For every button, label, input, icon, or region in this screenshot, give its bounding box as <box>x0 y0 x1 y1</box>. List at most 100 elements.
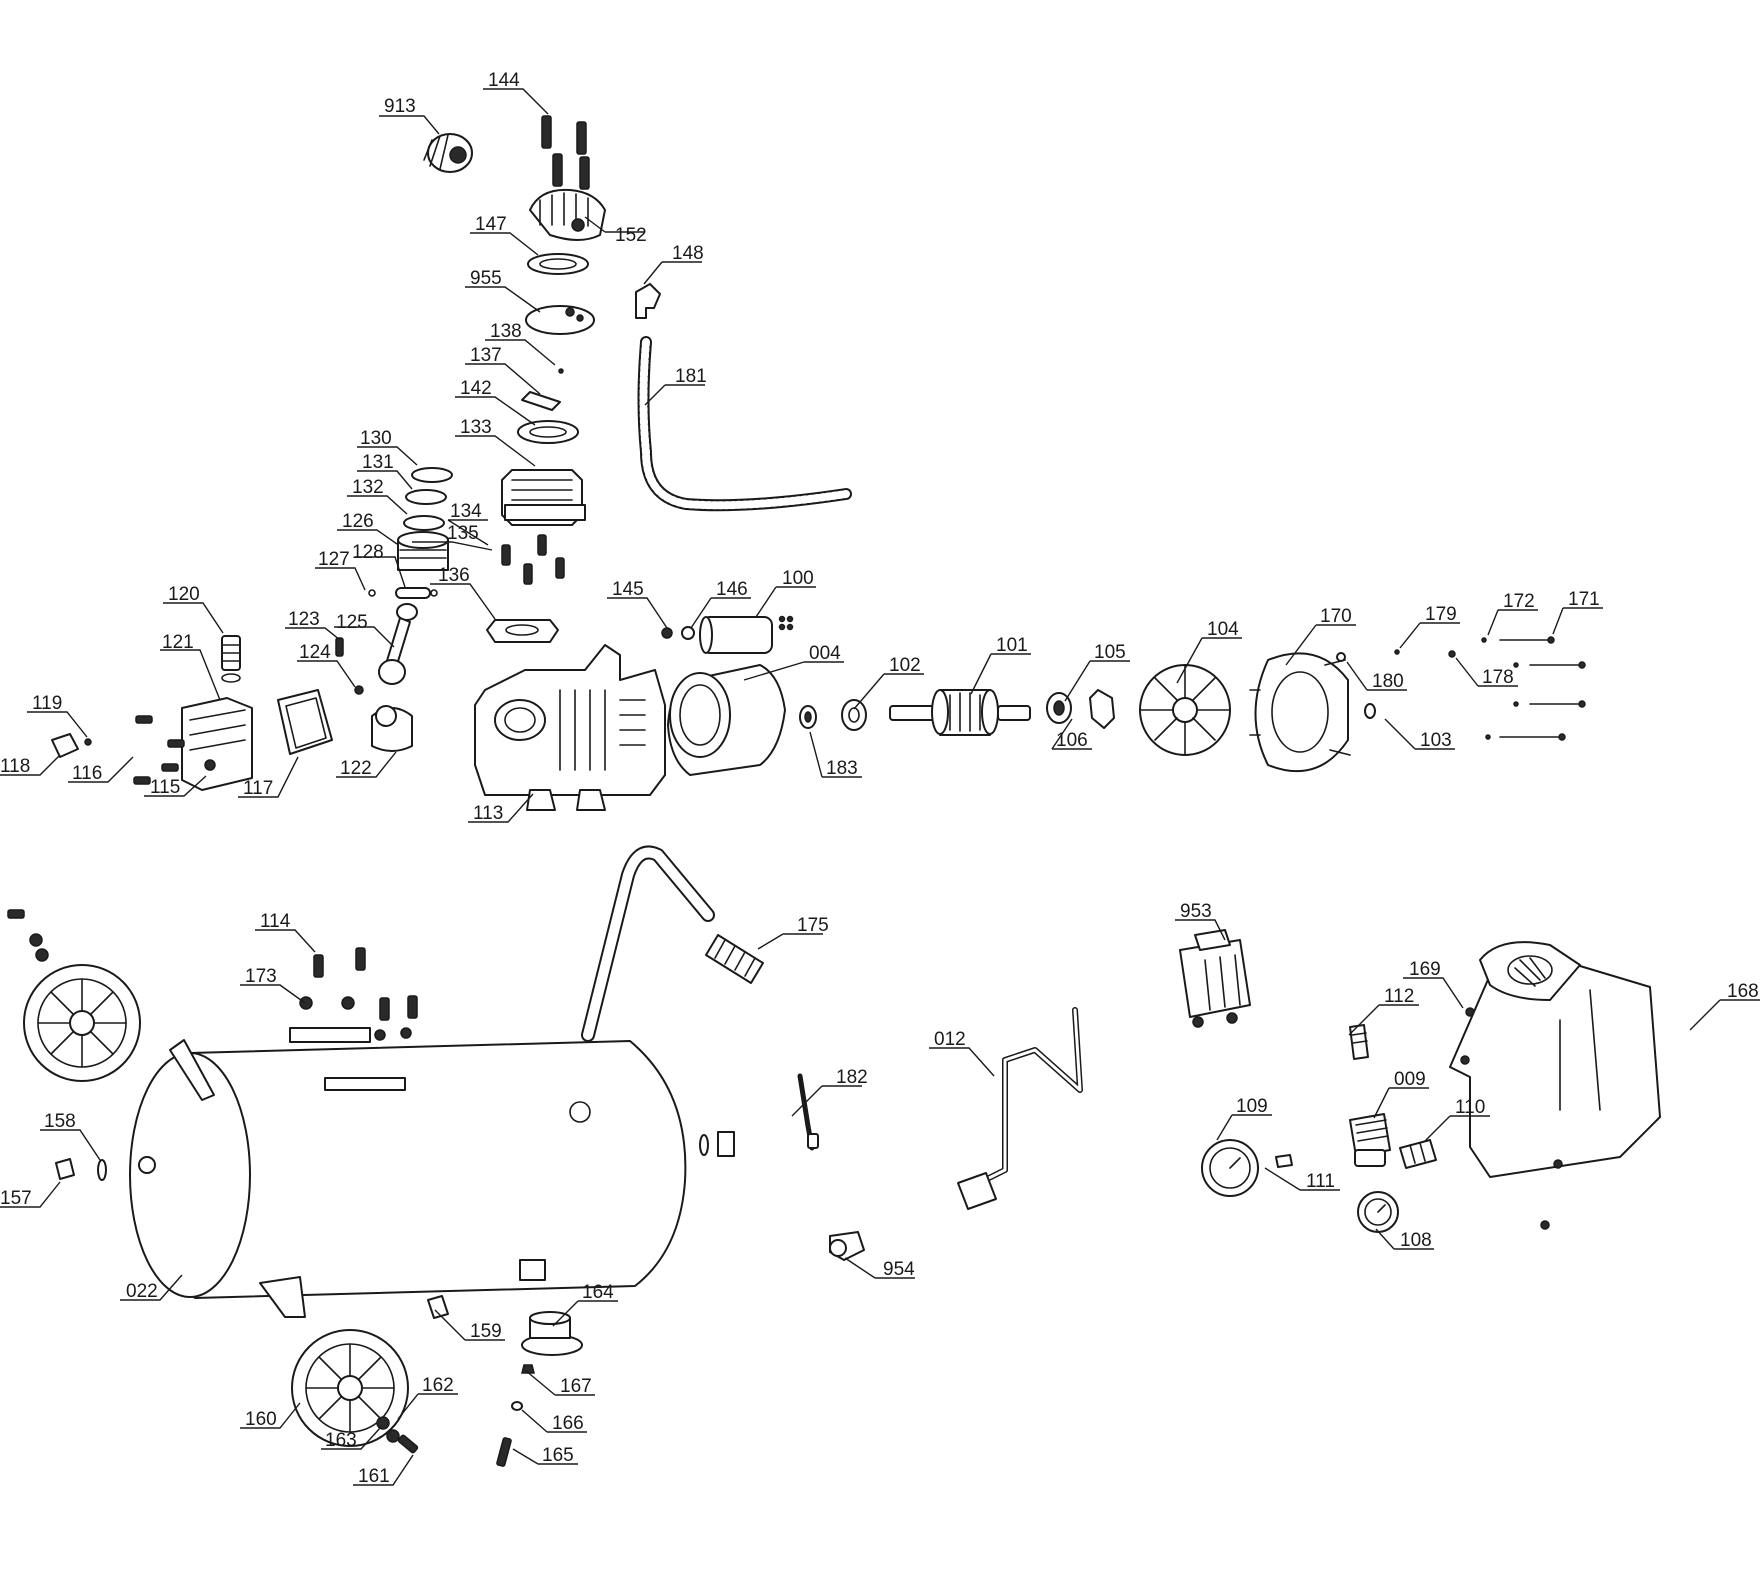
label-157: 157 <box>0 1188 32 1209</box>
label-116: 116 <box>72 763 102 784</box>
part-004-stator <box>667 664 786 776</box>
label-165: 165 <box>542 1445 574 1466</box>
part-145-146-nuts <box>661 626 695 640</box>
label-123: 123 <box>288 609 320 630</box>
part-161-163-axle <box>376 1416 419 1454</box>
label-100: 100 <box>782 568 814 589</box>
part-165-167-hardware <box>496 1364 535 1467</box>
label-118: 118 <box>0 756 30 777</box>
part-111-nipple <box>1275 1154 1293 1168</box>
part-913-filter <box>423 133 473 173</box>
label-110: 110 <box>1455 1097 1485 1118</box>
label-115: 115 <box>150 777 180 798</box>
part-100-capacitor <box>699 615 794 654</box>
label-144: 144 <box>488 70 520 91</box>
label-173: 173 <box>245 966 277 987</box>
label-955: 955 <box>470 268 502 289</box>
label-159: 159 <box>470 1321 502 1342</box>
label-109: 109 <box>1236 1096 1268 1117</box>
label-131: 131 <box>362 452 394 473</box>
label-117: 117 <box>243 778 273 799</box>
label-145: 145 <box>612 579 644 600</box>
part-127-128-pin <box>368 587 438 599</box>
label-135: 135 <box>447 523 479 544</box>
part-147-gasket <box>527 253 589 275</box>
part-wheel-left <box>7 909 141 1082</box>
part-134-135-screws <box>501 534 565 585</box>
part-121-115-cylinder-head <box>181 697 253 791</box>
part-168-shroud <box>1449 941 1661 1230</box>
part-113-crankcase <box>474 644 666 811</box>
part-183-bearing <box>799 705 817 729</box>
part-159-fitting <box>427 1295 449 1319</box>
part-175-handle <box>581 845 764 1042</box>
label-169: 169 <box>1409 959 1441 980</box>
label-022: 022 <box>126 1281 158 1302</box>
part-170-motor-cover <box>1249 652 1351 773</box>
label-114: 114 <box>260 911 291 932</box>
part-138-pin <box>558 368 564 374</box>
part-110-coupler <box>1399 1139 1437 1169</box>
part-108-gauge <box>1357 1191 1399 1233</box>
leader-lines <box>0 88 1760 1486</box>
label-137: 137 <box>470 345 502 366</box>
label-111: 111 <box>1306 1171 1335 1192</box>
part-118-119-plug <box>51 733 92 758</box>
label-161: 161 <box>358 1466 390 1487</box>
label-103: 103 <box>1420 730 1452 751</box>
label-133: 133 <box>460 417 492 438</box>
label-102: 102 <box>889 655 921 676</box>
part-012-cable <box>957 1007 1083 1210</box>
part-144-screws <box>541 115 590 190</box>
label-148: 148 <box>672 243 704 264</box>
part-130-132-rings <box>403 467 453 531</box>
label-162: 162 <box>422 1375 454 1396</box>
label-132: 132 <box>352 477 384 498</box>
label-128: 128 <box>352 542 384 563</box>
part-142-gasket <box>517 420 579 444</box>
part-112-connector <box>1349 1024 1369 1060</box>
label-178: 178 <box>1482 667 1514 688</box>
label-012: 012 <box>934 1029 966 1050</box>
label-172: 172 <box>1503 591 1535 612</box>
part-179-180-103-small <box>1336 649 1400 719</box>
label-163: 163 <box>325 1430 357 1451</box>
label-125: 125 <box>336 612 368 633</box>
label-168: 168 <box>1727 981 1759 1002</box>
part-160-wheel <box>291 1329 409 1447</box>
label-126: 126 <box>342 511 374 532</box>
part-133-cylinder <box>501 469 586 526</box>
label-180: 180 <box>1372 671 1404 692</box>
label-160: 160 <box>245 1409 277 1430</box>
label-158: 158 <box>44 1111 76 1132</box>
label-112: 112 <box>1384 986 1414 1007</box>
label-136: 136 <box>438 565 470 586</box>
label-147: 147 <box>475 214 507 235</box>
label-105: 105 <box>1094 642 1126 663</box>
part-953-pressure-switch <box>1179 929 1251 1028</box>
part-114-173-bolts <box>299 947 418 1041</box>
part-126-piston <box>397 531 449 571</box>
part-148-elbow <box>635 283 661 319</box>
label-152: 152 <box>615 225 647 246</box>
label-171: 171 <box>1568 589 1600 610</box>
part-171-172-178-bolts <box>1448 636 1586 741</box>
label-104: 104 <box>1207 619 1239 640</box>
label-009: 009 <box>1394 1069 1426 1090</box>
label-121: 121 <box>162 632 194 653</box>
part-125-connecting-rod <box>378 603 418 685</box>
part-122-valve <box>371 705 413 752</box>
part-120-filter <box>221 635 241 683</box>
part-116-screws <box>133 715 185 785</box>
label-953: 953 <box>1180 901 1212 922</box>
label-130: 130 <box>360 428 392 449</box>
part-104-fan <box>1139 664 1231 756</box>
part-181-hose <box>637 336 852 512</box>
part-117-gasket <box>277 689 333 755</box>
label-101: 101 <box>996 635 1028 656</box>
label-913: 913 <box>384 96 416 117</box>
part-102-ring <box>841 699 867 731</box>
label-183: 183 <box>826 758 858 779</box>
label-170: 170 <box>1320 606 1352 627</box>
